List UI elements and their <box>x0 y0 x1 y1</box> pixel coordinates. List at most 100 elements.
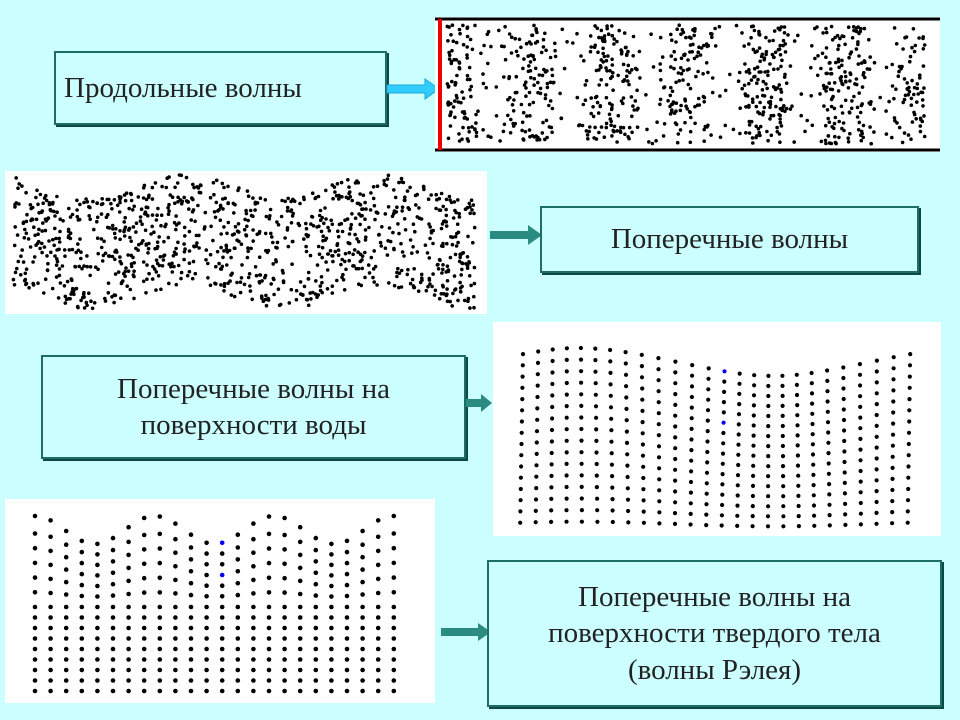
particle-dot <box>539 50 544 55</box>
particle-dot <box>672 521 678 526</box>
particle-dot <box>82 295 86 299</box>
particle-dot <box>313 559 319 564</box>
particle-dot <box>921 47 926 51</box>
particle-dot <box>825 399 830 404</box>
particle-dot <box>821 31 825 35</box>
particle-dot <box>780 464 786 469</box>
particle-dot <box>884 132 889 136</box>
particle-dot <box>431 272 435 276</box>
particle-dot <box>327 229 332 233</box>
particle-dot <box>834 141 838 146</box>
particle-dot <box>679 71 684 76</box>
particle-dot <box>78 202 82 207</box>
particle-dot <box>610 134 614 138</box>
particle-dot <box>605 26 609 31</box>
particle-dot <box>405 189 410 193</box>
particle-dot <box>494 114 499 118</box>
particle-dot <box>752 75 756 79</box>
particle-dot <box>531 54 535 58</box>
particle-dot <box>550 130 554 135</box>
particle-dot <box>747 103 751 108</box>
particle-dot <box>705 449 710 455</box>
particle-dot <box>519 419 524 424</box>
particle-dot <box>579 496 584 501</box>
particle-dot <box>688 511 693 516</box>
particle-dot <box>82 290 86 295</box>
particle-dot <box>191 259 196 264</box>
particle-dot <box>138 219 143 223</box>
particle-dot <box>765 129 769 134</box>
particle-dot <box>76 305 80 310</box>
particle-dot <box>837 43 841 48</box>
particle-dot <box>286 196 291 201</box>
particle-dot <box>79 593 85 599</box>
particle-dot <box>476 109 480 113</box>
particle-dot <box>645 127 649 132</box>
particle-dot <box>776 47 781 52</box>
particle-dot <box>263 198 268 202</box>
particle-dot <box>858 415 863 420</box>
particle-dot <box>635 125 640 129</box>
particle-dot <box>112 231 117 236</box>
particle-dot <box>740 86 744 91</box>
particle-dot <box>282 561 287 567</box>
particle-dot <box>862 59 867 63</box>
particle-dot <box>717 24 722 29</box>
particle-dot <box>323 238 328 242</box>
particle-dot <box>182 242 186 246</box>
particle-dot <box>63 294 68 299</box>
particle-dot <box>841 121 846 125</box>
particle-dot <box>780 383 785 388</box>
particle-dot <box>548 55 553 60</box>
particle-dot <box>669 65 673 69</box>
particle-dot <box>356 250 360 254</box>
particle-dot <box>157 575 163 581</box>
particle-dot <box>657 510 662 515</box>
particle-dot <box>533 497 539 502</box>
particle-dot <box>107 226 112 230</box>
particle-dot <box>360 567 365 572</box>
particle-dot <box>702 100 706 104</box>
particle-dot <box>319 275 324 279</box>
particle-dot <box>166 212 171 216</box>
particle-dot <box>615 39 619 44</box>
rayleigh-label-line-3: (волны Рэлея) <box>627 653 802 686</box>
particle-dot <box>154 258 159 262</box>
particle-dot <box>640 420 645 425</box>
particle-dot <box>360 254 365 258</box>
particle-dot <box>921 64 926 68</box>
particle-dot <box>245 224 249 229</box>
particle-dot <box>862 70 866 75</box>
particle-dot <box>32 575 38 580</box>
particle-dot <box>907 363 913 368</box>
particle-dot <box>843 512 848 517</box>
particle-dot <box>907 419 912 424</box>
particle-dot <box>79 256 83 261</box>
particle-dot <box>513 36 517 41</box>
particle-dot <box>907 85 911 90</box>
particle-dot <box>524 86 528 90</box>
particle-dot <box>51 200 55 205</box>
particle-dot <box>304 297 309 302</box>
particle-dot <box>829 24 834 29</box>
particle-dot <box>827 141 832 145</box>
particle-dot <box>469 198 474 202</box>
particle-dot <box>219 678 225 683</box>
particle-dot <box>236 222 241 226</box>
particle-dot <box>31 260 35 264</box>
particle-dot <box>219 604 225 610</box>
particle-dot <box>113 272 118 276</box>
particle-dot <box>778 117 782 121</box>
particle-dot <box>266 667 272 673</box>
particle-dot <box>543 93 548 97</box>
particle-dot <box>811 472 816 477</box>
particle-dot <box>173 636 178 641</box>
particle-dot <box>75 214 80 219</box>
particle-dot <box>884 65 889 70</box>
particle-dot <box>36 281 40 285</box>
particle-dot <box>69 292 73 296</box>
particle-dot <box>502 44 506 49</box>
particle-dot <box>95 667 100 673</box>
particle-dot <box>688 490 693 495</box>
particle-dot <box>239 242 244 246</box>
